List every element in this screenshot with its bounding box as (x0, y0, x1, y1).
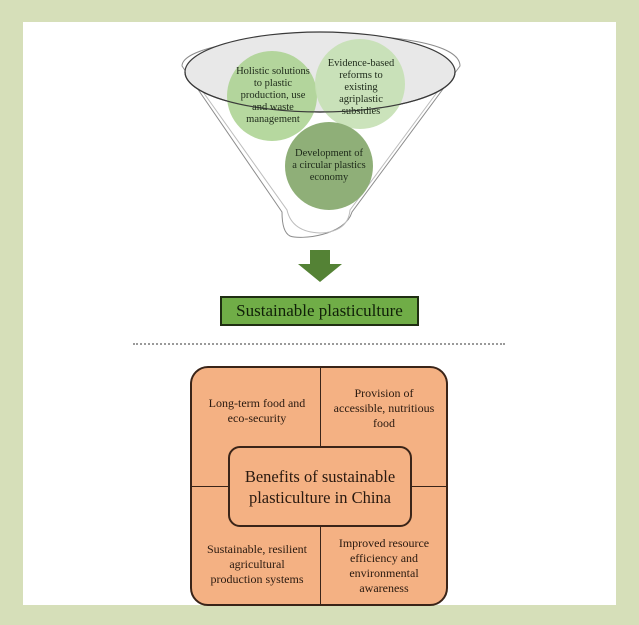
circle-circular (285, 122, 373, 210)
line: Improved resource (338, 536, 430, 550)
line: agricultural (229, 557, 285, 571)
line: production systems (210, 572, 304, 586)
line: a circular plastics (292, 160, 366, 171)
line: production, use (240, 90, 306, 101)
quadrant-bottom-right: Improved resource efficiency and environ… (322, 536, 446, 596)
funnel-rim-front (184, 71, 456, 113)
line: Development of (295, 148, 363, 159)
line: eco-security (227, 411, 287, 425)
line: to plastic (253, 78, 293, 89)
line: efficiency and (349, 551, 419, 565)
dotted-divider (133, 343, 505, 345)
benefits-center-box: Benefits of sustainable plasticulture in… (228, 446, 412, 527)
funnel-diagram (181, 31, 461, 238)
line: management (246, 114, 300, 125)
line: reforms to (339, 70, 383, 81)
sustainable-plasticulture-box: Sustainable plasticulture (220, 296, 419, 326)
line: economy (309, 172, 349, 183)
quadrant-top-right: Provision of accessible, nutritious food (322, 386, 446, 431)
down-arrow-icon (298, 250, 342, 282)
funnel-outline-inner (185, 67, 456, 234)
center-line: plasticulture in China (248, 487, 392, 507)
line: agriplastic (339, 94, 383, 105)
circle-holistic-label: Holistic solutions to plastic production… (228, 66, 318, 126)
circle-circular-label: Development of a circular plastics econo… (282, 148, 376, 184)
line: existing (344, 82, 378, 93)
line: Holistic solutions (236, 66, 310, 77)
quadrant-bottom-left: Sustainable, resilient agricultural prod… (194, 542, 320, 587)
line: awareness (359, 581, 409, 595)
line: Provision of (354, 386, 414, 400)
benefits-panel: Long-term food and eco-security Provisio… (190, 366, 448, 606)
line: Long-term food and (208, 396, 306, 410)
sustainable-plasticulture-label: Sustainable plasticulture (236, 301, 403, 320)
quadrant-top-left: Long-term food and eco-security (196, 396, 318, 426)
line: Sustainable, resilient (207, 542, 307, 556)
line: accessible, nutritious (333, 401, 435, 415)
line: food (373, 416, 395, 430)
line: environmental (349, 566, 419, 580)
circle-evidence (315, 39, 405, 129)
circle-evidence-label: Evidence-based reforms to existing agrip… (318, 58, 404, 118)
circle-holistic (227, 51, 317, 141)
center-line: Benefits of sustainable (244, 466, 396, 486)
line: and waste (252, 102, 294, 113)
line: subsidies (341, 106, 381, 117)
line: Evidence-based (327, 58, 395, 69)
